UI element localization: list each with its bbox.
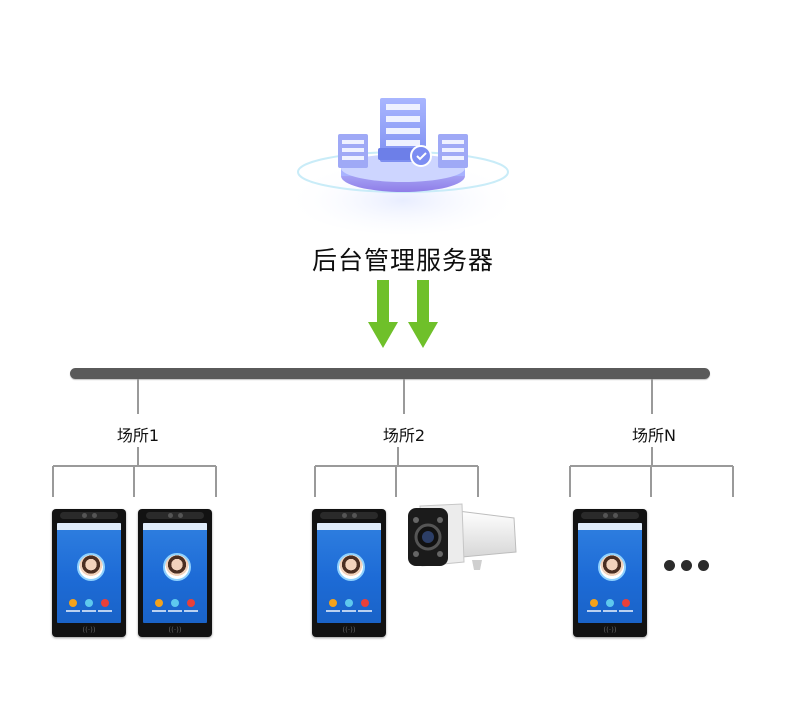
bullet-camera-icon	[408, 503, 517, 570]
call-icon	[329, 599, 337, 607]
face-terminal-device: ((·))	[138, 509, 212, 637]
more-devices-ellipsis	[664, 560, 709, 571]
video-icon	[101, 599, 109, 607]
site-label-n: 场所N	[632, 426, 676, 445]
nfc-icon: ((·))	[82, 626, 96, 634]
fan-icon	[345, 599, 353, 607]
device-screen	[143, 523, 207, 623]
nfc-icon: ((·))	[603, 626, 617, 634]
ellipsis-dot	[681, 560, 692, 571]
server-label: 后台管理服务器	[311, 246, 494, 275]
ellipsis-dot	[698, 560, 709, 571]
face-avatar-icon	[163, 553, 191, 581]
nfc-icon: ((·))	[168, 626, 182, 634]
call-icon	[590, 599, 598, 607]
call-icon	[69, 599, 77, 607]
camera-strip	[581, 512, 639, 519]
face-avatar-icon	[337, 553, 365, 581]
face-terminal-device: ((·))	[573, 509, 647, 637]
ellipsis-dot	[664, 560, 675, 571]
video-icon	[187, 599, 195, 607]
device-screen	[57, 523, 121, 623]
face-avatar-icon	[77, 553, 105, 581]
video-icon	[622, 599, 630, 607]
fan-icon	[85, 599, 93, 607]
call-icon	[155, 599, 163, 607]
camera-strip	[60, 512, 118, 519]
server-cluster-icon	[283, 98, 523, 234]
nfc-icon: ((·))	[342, 626, 356, 634]
camera-strip	[146, 512, 204, 519]
video-icon	[361, 599, 369, 607]
site-label-2: 场所2	[382, 426, 426, 445]
face-avatar-icon	[598, 553, 626, 581]
fan-icon	[606, 599, 614, 607]
fan-icon	[171, 599, 179, 607]
down-arrow-icon	[408, 280, 438, 348]
face-terminal-device: ((·))	[52, 509, 126, 637]
network-bus	[70, 368, 710, 379]
site-label-1: 场所1	[116, 426, 160, 445]
camera-strip	[320, 512, 378, 519]
device-screen	[578, 523, 642, 623]
device-screen	[317, 523, 381, 623]
down-arrow-icon	[368, 280, 398, 348]
face-terminal-device: ((·))	[312, 509, 386, 637]
